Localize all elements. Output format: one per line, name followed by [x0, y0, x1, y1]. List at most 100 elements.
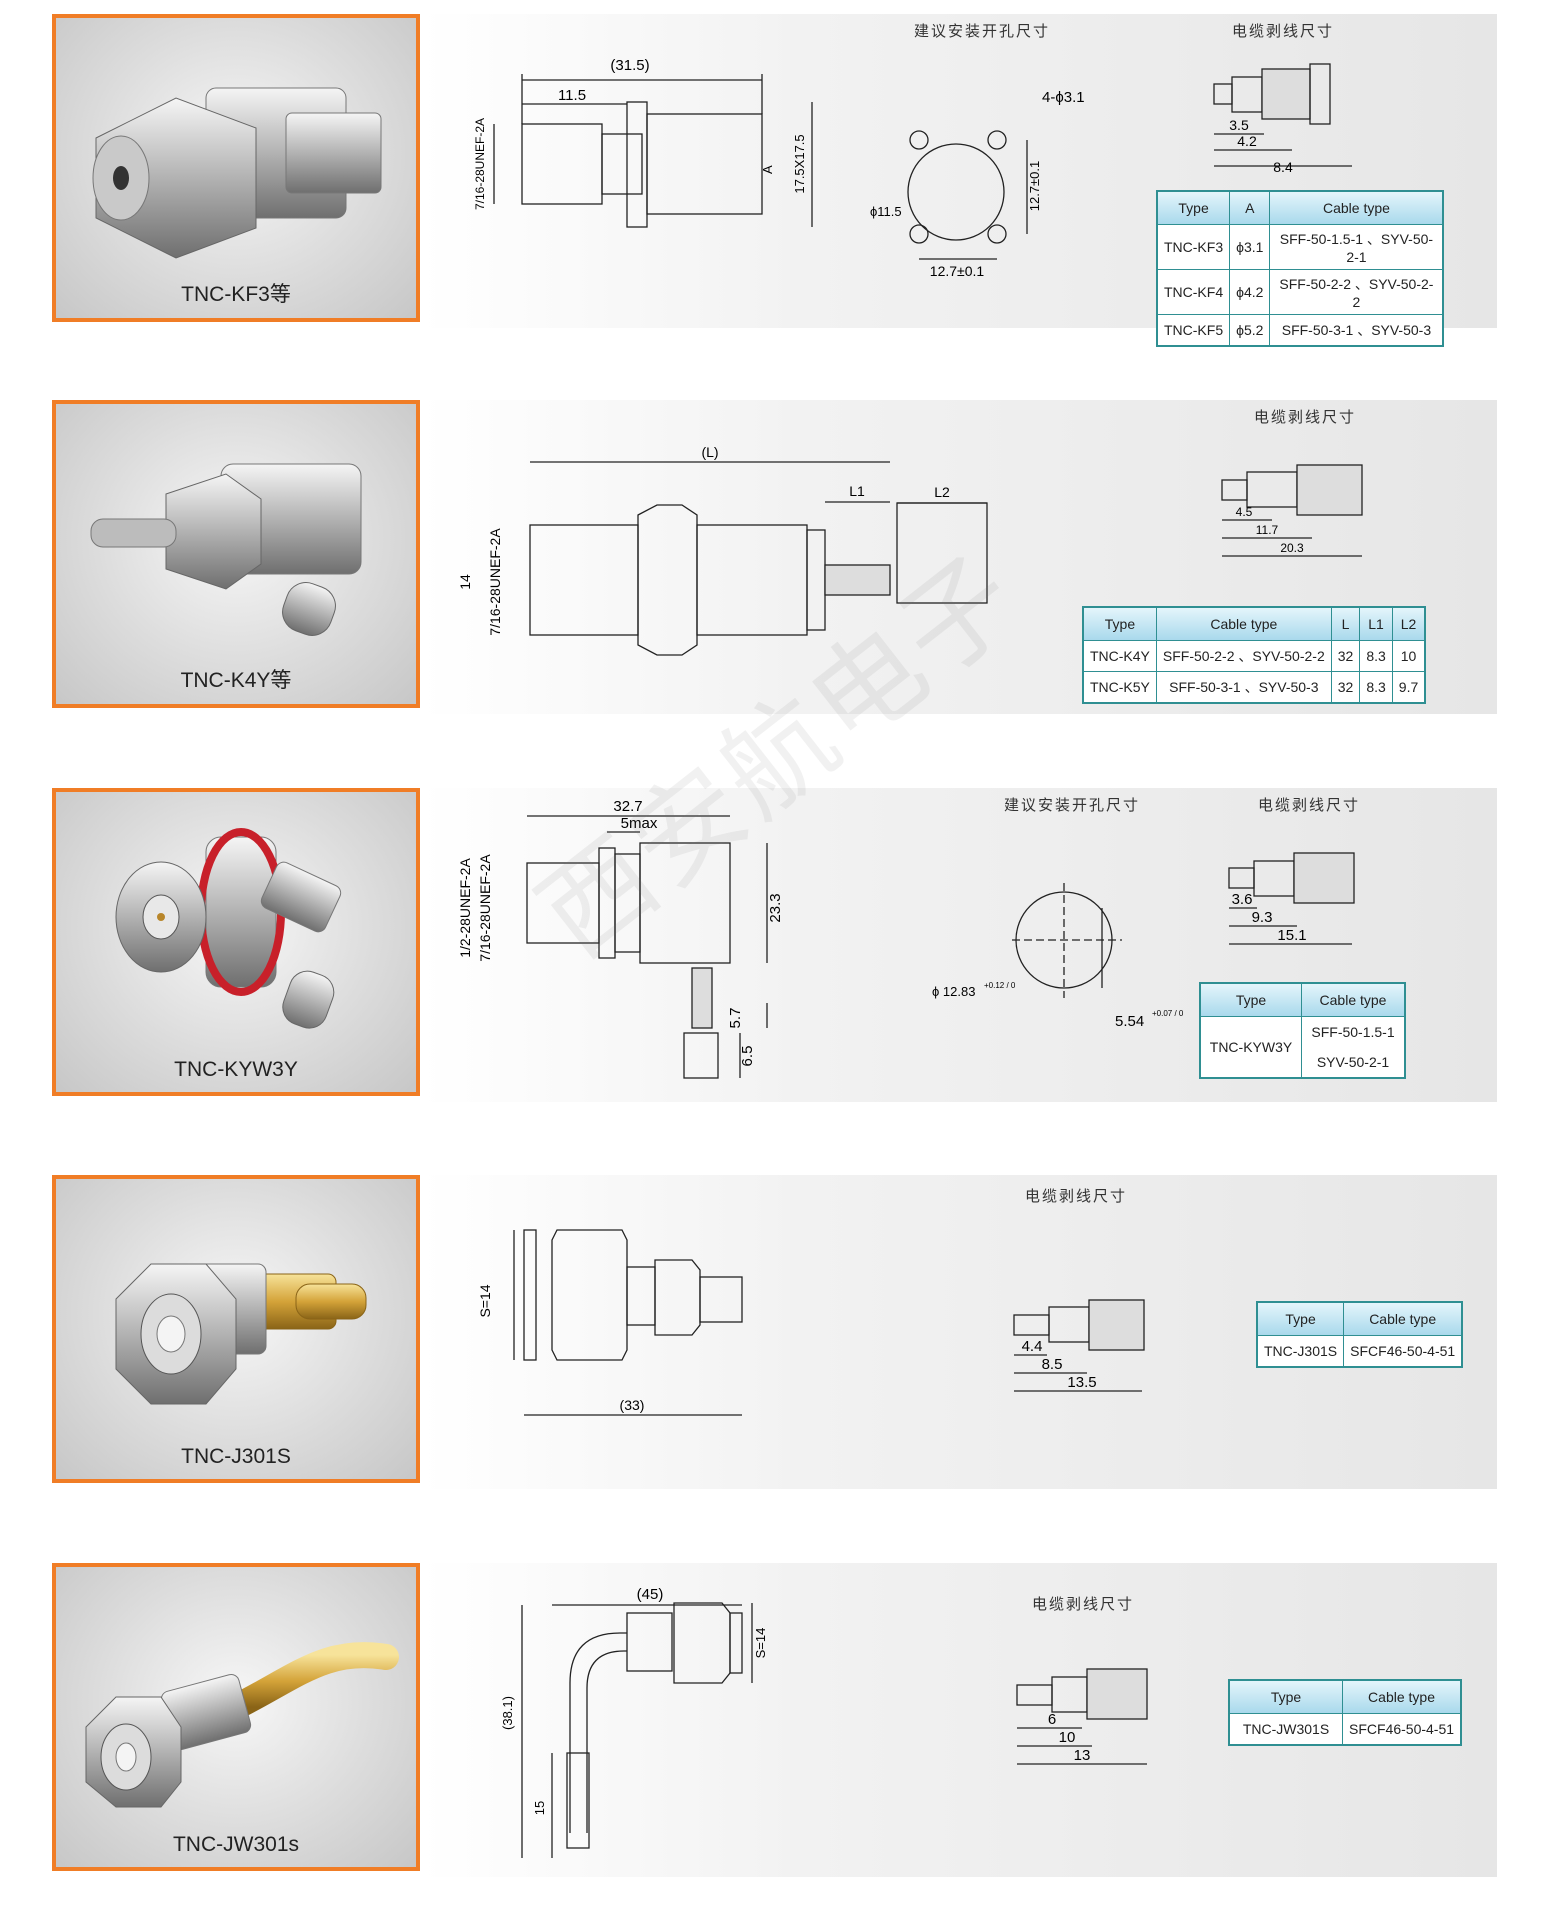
connector-jw301s-illustration — [85, 1642, 399, 1808]
table-row: TNC-KYW3Y SFF-50-1.5-1 — [1199, 1016, 1406, 1079]
technical-drawing: (31.5) 11.5 7/16-28UNEF-2A A 17.5X17.5 4… — [473, 57, 1352, 279]
spec-table: Type Cable type TNC-JW301S SFCF46-50-4-5… — [1228, 1679, 1463, 1746]
dim-max: 5max — [621, 815, 658, 832]
dim-pitch-h: 12.7±0.1 — [930, 263, 985, 279]
spec-table: Type Cable type L L1 L2 TNC-K4Y SFF-50-2… — [1082, 606, 1427, 704]
strip-dim-3: 8.4 — [1273, 159, 1293, 175]
table-cell: TNC-K4Y — [1082, 640, 1157, 672]
dim-overall: (33) — [620, 1397, 645, 1413]
col-header: Cable type — [1343, 1301, 1463, 1336]
dim-dia: 14 — [457, 574, 473, 590]
product-row-j301s: TNC-J301S S=14 (33) 4.4 8.5 13.5 电缆剥线尺寸 … — [52, 1175, 1497, 1489]
dim-flange: 17.5X17.5 — [792, 134, 807, 193]
col-header: L — [1330, 606, 1361, 641]
col-header: Type — [1082, 606, 1157, 641]
table-cell: SFF-50-3-1 、SYV-50-3 — [1269, 314, 1444, 347]
product-label: TNC-J301S — [181, 1445, 291, 1468]
table-cell: TNC-JW301S — [1228, 1713, 1343, 1746]
col-header: Type — [1199, 982, 1302, 1017]
table-row: TNC-JW301S SFCF46-50-4-51 — [1228, 1713, 1462, 1746]
strip-dim-3: 13.5 — [1067, 1374, 1096, 1391]
table-cell: SFF-50-2-2 、SYV-50-2-2 — [1155, 640, 1332, 672]
connector-k4y-illustration — [90, 463, 362, 636]
dim-hole-d: ϕ 12.83 — [932, 984, 975, 999]
table-cell: TNC-KF3 — [1156, 224, 1231, 270]
table-cell: SYV-50-2-1 — [1301, 1047, 1406, 1079]
table-row: TNC-K4Y SFF-50-2-2 、SYV-50-2-2 32 8.3 10 — [1082, 640, 1426, 672]
table-cell: SFF-50-1.5-1 、SYV-50-2-1 — [1269, 224, 1444, 270]
table-cell: ϕ3.1 — [1229, 224, 1271, 270]
spec-table: Type Cable type TNC-KYW3Y SFF-50-1.5-1 S… — [1199, 982, 1406, 1079]
product-photo: TNC-J301S — [52, 1175, 420, 1483]
dim-height: (38.1) — [500, 1696, 515, 1730]
dim-overall: 32.7 — [613, 798, 642, 815]
product-photo: TNC-KF3等 — [52, 14, 420, 322]
table-cell: 8.3 — [1359, 640, 1393, 672]
table-cell: SFCF46-50-4-51 — [1342, 1713, 1462, 1746]
product-label: TNC-KF3等 — [181, 283, 291, 306]
strip-dim-2: 10 — [1059, 1729, 1076, 1746]
strip-dim-2: 9.3 — [1252, 909, 1273, 926]
strip-caption: 电缆剥线尺寸 — [1254, 408, 1357, 426]
dim-thread: 7/16-28UNEF-2A — [473, 118, 487, 210]
spec-table: Type Cable type TNC-J301S SFCF46-50-4-51 — [1256, 1301, 1464, 1368]
strip-dim-3: 20.3 — [1280, 541, 1304, 555]
product-photo: TNC-JW301s — [52, 1563, 420, 1871]
strip-caption: 电缆剥线尺寸 — [1258, 796, 1361, 814]
col-header: A — [1229, 190, 1271, 225]
table-cell: 10 — [1391, 640, 1426, 672]
table-cell: SFF-50-2-2 、SYV-50-2-2 — [1269, 269, 1444, 315]
dim-overall: (45) — [637, 1586, 664, 1603]
table-cell: SFCF46-50-4-51 — [1343, 1335, 1463, 1368]
table-row: TNC-KF4 ϕ4.2 SFF-50-2-2 、SYV-50-2-2 — [1156, 269, 1444, 315]
table-row: TNC-KF5 ϕ5.2 SFF-50-3-1 、SYV-50-3 — [1156, 314, 1444, 347]
dim-thread-2: 7/16-28UNEF-2A — [477, 854, 493, 962]
strip-caption: 电缆剥线尺寸 — [1032, 1595, 1135, 1613]
product-row-kyw3y: TNC-KYW3Y 32.7 — [52, 788, 1497, 1102]
product-label: TNC-JW301s — [172, 1833, 299, 1856]
table-cell: ϕ4.2 — [1229, 269, 1271, 315]
product-row-k4y: TNC-K4Y等 (L) L1 L2 14 7/16-28UNEF-2A 4.5… — [52, 400, 1497, 714]
table-row: TNC-J301S SFCF46-50-4-51 — [1256, 1335, 1463, 1368]
strip-caption: 电缆剥线尺寸 — [1232, 22, 1335, 40]
table-cell: SFF-50-1.5-1 — [1301, 1016, 1406, 1047]
product-label: TNC-KYW3Y — [174, 1058, 298, 1081]
connector-kf3-illustration — [92, 87, 382, 259]
dim-tail: 15 — [532, 1801, 547, 1815]
table-row: SYV-50-2-1 — [1200, 1047, 1406, 1079]
dim-flat-tol: +0.07 / 0 — [1152, 1009, 1184, 1018]
dim-center: ϕ11.5 — [870, 204, 902, 219]
dim-thread: 7/16-28UNEF-2A — [487, 528, 503, 636]
connector-j301s-illustration — [115, 1263, 367, 1405]
strip-caption: 电缆剥线尺寸 — [1025, 1187, 1128, 1205]
strip-dim-1: 3.5 — [1229, 117, 1249, 133]
dim-l2: L2 — [934, 484, 950, 500]
table-row: TNC-K5Y SFF-50-3-1 、SYV-50-3 32 8.3 9.7 — [1082, 671, 1426, 704]
technical-drawing: (L) L1 L2 14 7/16-28UNEF-2A 4.5 11.7 20.… — [457, 444, 1363, 656]
dim-s: S=14 — [477, 1284, 493, 1317]
table-cell: 32 — [1330, 671, 1361, 704]
hole-caption: 建议安装开孔尺寸 — [1004, 796, 1141, 814]
table-cell: TNC-KYW3Y — [1199, 1016, 1302, 1079]
table-cell: TNC-KF4 — [1156, 269, 1231, 315]
table-cell: 9.7 — [1391, 671, 1426, 704]
strip-dim-1: 4.5 — [1236, 505, 1253, 519]
dim-hole-tol: +0.12 / 0 — [984, 981, 1016, 990]
hole-caption: 建议安装开孔尺寸 — [914, 22, 1051, 40]
strip-dim-1: 4.4 — [1022, 1338, 1043, 1355]
strip-dim-3: 13 — [1074, 1747, 1091, 1764]
col-header: L1 — [1359, 606, 1393, 641]
dim-ferrule: 6.5 — [739, 1046, 756, 1067]
dim-l1: L1 — [849, 483, 865, 499]
dim-front: 11.5 — [558, 87, 586, 104]
table-cell: 8.3 — [1359, 671, 1393, 704]
strip-dim-1: 3.6 — [1232, 891, 1253, 908]
dim-overall: (31.5) — [610, 57, 649, 74]
technical-drawing: (45) S=14 (38.1) 15 6 10 13 — [500, 1586, 1148, 1858]
table-cell: ϕ5.2 — [1229, 314, 1271, 347]
col-header: Type — [1256, 1301, 1345, 1336]
col-header: L2 — [1391, 606, 1426, 641]
table-cell: SFF-50-3-1 、SYV-50-3 — [1155, 671, 1332, 704]
table-cell: 32 — [1330, 640, 1361, 672]
product-photo: TNC-KYW3Y — [52, 788, 420, 1096]
